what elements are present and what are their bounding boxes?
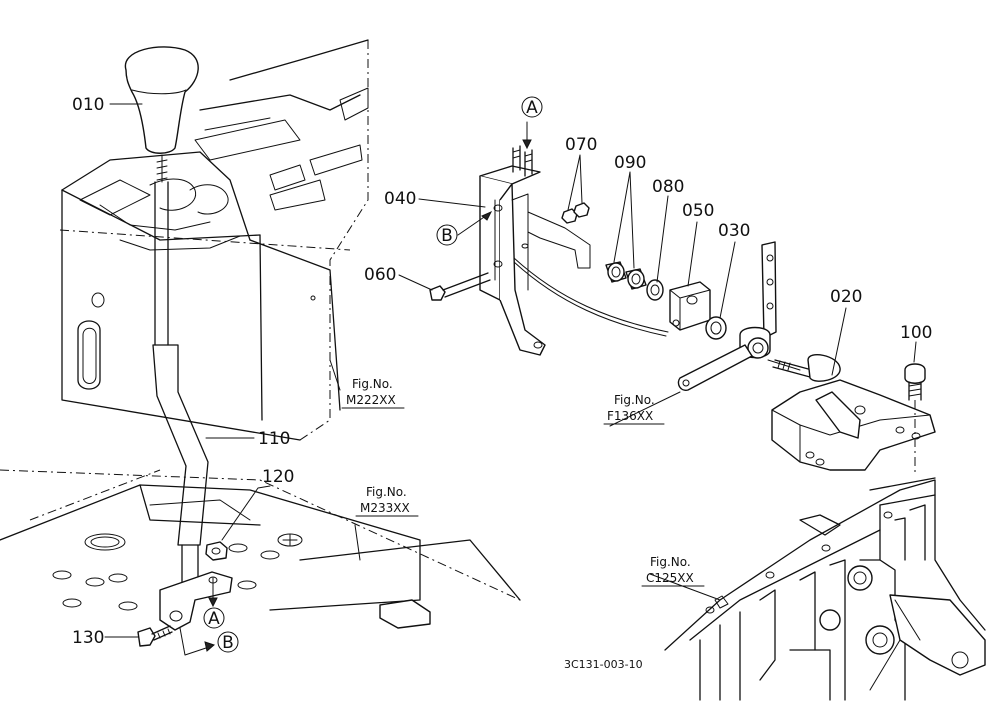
bolt-060 xyxy=(429,272,491,301)
label-110: 110 xyxy=(258,429,290,449)
label-020: 020 xyxy=(830,287,862,307)
leader-lines xyxy=(104,103,917,638)
marker-b-upper: B xyxy=(436,224,458,246)
part-labels: 010 020 030 040 050 060 070 080 090 100 … xyxy=(72,95,932,648)
washer-080 xyxy=(646,279,664,301)
svg-text:Fig.No.: Fig.No. xyxy=(650,555,691,569)
collars-090 xyxy=(605,261,647,290)
label-010: 010 xyxy=(72,95,104,115)
svg-text:C125XX: C125XX xyxy=(646,571,694,585)
svg-text:F136XX: F136XX xyxy=(607,409,653,423)
transmission-housing xyxy=(664,477,986,701)
block-050 xyxy=(669,281,711,331)
fig-ref-c125: Fig.No. C125XX xyxy=(641,555,705,587)
floor-plate xyxy=(0,484,521,629)
fig-ref-f136: Fig.No. F136XX xyxy=(603,393,665,425)
svg-text:B: B xyxy=(222,633,234,653)
fig-ref-m233: Fig.No. M233XX xyxy=(355,485,419,517)
svg-text:M222XX: M222XX xyxy=(346,393,396,407)
drawing-code: 3C131-003-10 xyxy=(564,658,643,671)
marker-a-lower: A xyxy=(203,607,225,629)
marker-a-upper: A xyxy=(521,96,543,118)
label-040: 040 xyxy=(384,189,416,209)
shift-lever-110 xyxy=(152,181,209,591)
bracket-040 xyxy=(479,145,669,356)
svg-text:B: B xyxy=(441,226,453,246)
nut-120 xyxy=(205,541,228,561)
arm-link xyxy=(677,241,801,391)
label-050: 050 xyxy=(682,201,714,221)
svg-text:Fig.No.: Fig.No. xyxy=(614,393,655,407)
marker-b-lower: B xyxy=(217,631,239,653)
label-130: 130 xyxy=(72,628,104,648)
bolt-100 xyxy=(904,363,926,475)
callout-markers: A B A B xyxy=(203,96,543,653)
nuts-070 xyxy=(561,202,590,224)
label-090: 090 xyxy=(614,153,646,173)
shift-knob-010 xyxy=(124,46,199,183)
label-100: 100 xyxy=(900,323,932,343)
label-120: 120 xyxy=(262,467,294,487)
fig-ref-m222: Fig.No. M222XX xyxy=(341,377,405,409)
washer-030 xyxy=(705,316,727,340)
label-070: 070 xyxy=(565,135,597,155)
svg-text:Fig.No.: Fig.No. xyxy=(366,485,407,499)
bolt-130 xyxy=(137,625,173,647)
label-080: 080 xyxy=(652,177,684,197)
cab-console-outline xyxy=(0,39,521,601)
svg-text:Fig.No.: Fig.No. xyxy=(352,377,393,391)
label-030: 030 xyxy=(718,221,750,241)
figure-references: Fig.No. M222XX Fig.No. M233XX Fig.No. F1… xyxy=(341,377,705,587)
svg-text:A: A xyxy=(526,98,538,118)
shaft-020 xyxy=(771,354,936,471)
marker-arrows-left xyxy=(179,577,218,656)
svg-text:A: A xyxy=(208,609,220,629)
svg-text:M233XX: M233XX xyxy=(360,501,410,515)
label-060: 060 xyxy=(364,265,396,285)
lever-bracket xyxy=(159,571,233,631)
